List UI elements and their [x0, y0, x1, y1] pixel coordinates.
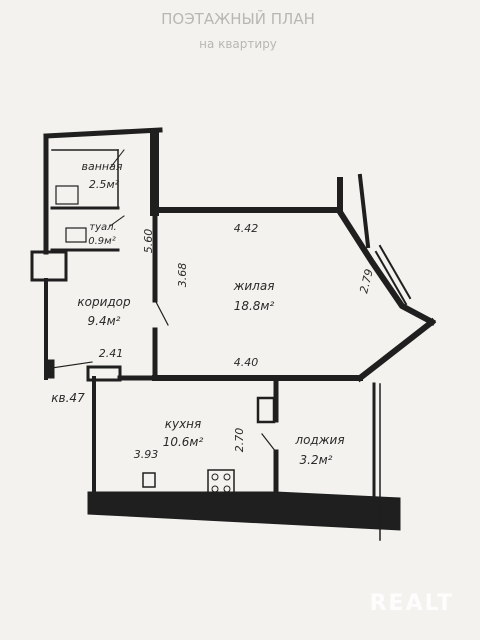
dimension-3-93: 3.93	[134, 448, 159, 461]
apartment-number: кв.47	[51, 391, 85, 405]
bathroom-area: 2.5м²	[89, 178, 120, 191]
dimension-5-60: 5.60	[142, 229, 155, 254]
kitchen-area: 10.6м²	[163, 435, 204, 449]
kitchen-name: кухня	[165, 417, 202, 431]
walls	[30, 127, 437, 541]
living-area: 18.8м²	[234, 299, 275, 313]
corridor-name: коридор	[77, 295, 131, 309]
living-name: жилая	[233, 279, 275, 293]
bathroom-name: ванная	[82, 160, 123, 173]
dimension-2-70: 2.70	[233, 428, 246, 453]
loggia-name: лоджия	[294, 433, 344, 447]
dimension-2-41: 2.41	[99, 347, 124, 360]
toilet-area: 0.9м²	[88, 236, 115, 247]
toilet-name: туал.	[89, 222, 116, 233]
loggia-area: 3.2м²	[300, 453, 333, 467]
dimension-4-40: 4.40	[234, 356, 259, 369]
document-subheader: на квартиру	[199, 37, 277, 51]
realt-watermark: REALT	[369, 591, 454, 616]
dimension-4-42: 4.42	[234, 222, 259, 235]
dimension-3-68: 3.68	[176, 263, 189, 288]
dimension-2-79: 2.79	[357, 268, 376, 295]
document-header: ПОЭТАЖНЫЙ ПЛАН	[161, 9, 315, 28]
corridor-area: 9.4м²	[88, 314, 121, 328]
